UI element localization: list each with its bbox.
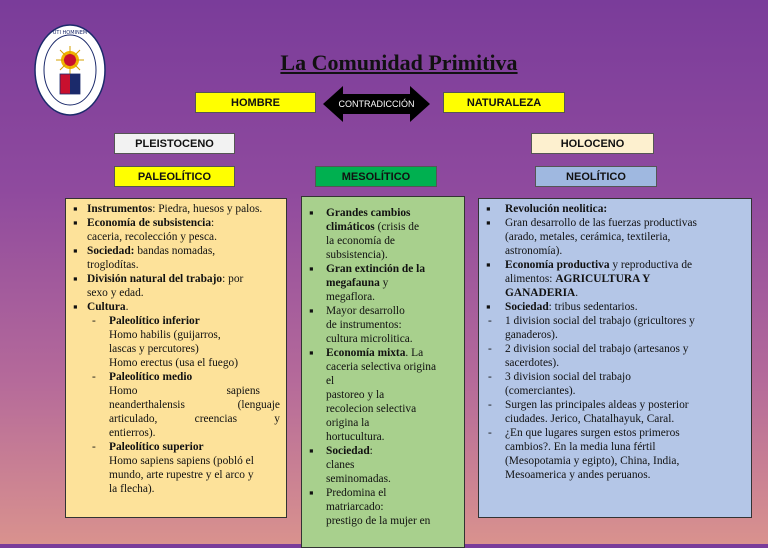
list-item: 1 division social del trabajo (gricultor… [485,314,747,342]
text-line: Homo sapiens sapiens (pobló el [109,455,254,467]
text-line: troglodítas. [87,259,139,271]
neolitico-box: NEOLÍTICO [535,166,657,187]
paleolitico-panel: Instrumentos: Piedra, huesos y palos. Ec… [65,198,287,518]
university-seal-logo: UTI HOMINEM [34,24,106,116]
list-item: Cultura. [72,300,282,314]
list-item: Sociedad: tribus sedentarios. [485,300,747,314]
list-item: Surgen las principales aldeas y posterio… [485,398,747,426]
text-line: Homo habilis (guijarros, [109,329,221,341]
text-line: lascas y percutores) [109,343,199,355]
list-item: Paleolítico superior [72,440,282,454]
naturaleza-box: NATURALEZA [443,92,565,113]
list-item: Sociedad: bandas nomadas, [72,244,282,258]
text-line: prestigo de la mujer en [326,515,431,527]
list-item: Paleolítico medio [72,370,282,384]
holoceno-box: HOLOCENO [531,133,654,154]
text-line: mundo, arte rupestre y el arco y [109,469,254,481]
list-item: Economía productiva y reproductiva deali… [485,258,747,300]
list-item: 3 division social del trabajo(comerciant… [485,370,747,398]
mesolitico-box: MESOLÍTICO [315,166,437,187]
paleolitico-box: PALEOLÍTICO [114,166,235,187]
hombre-box: HOMBRE [195,92,316,113]
list-item: Paleolítico inferior [72,314,282,328]
list-item: Economía de subsistencia:caceria, recole… [72,216,282,244]
pleistoceno-box: PLEISTOCENO [114,133,235,154]
text-line: Homo erectus (usa el fuego) [109,357,239,369]
list-item: Revolución neolitica: [485,202,747,216]
text-line: neanderthalensis(lenguaje [109,399,280,411]
list-item: Instrumentos: Piedra, huesos y palos. [72,202,282,216]
page-title: La Comunidad Primitiva [280,50,518,75]
text-line: entierros). [109,427,156,439]
text-line: la flecha). [109,483,155,495]
double-arrow-icon [323,86,430,122]
list-item: Gran desarrollo de las fuerzas productiv… [485,216,747,258]
neolitico-panel: Revolución neolitica: Gran desarrollo de… [478,198,752,518]
svg-text:UTI HOMINEM: UTI HOMINEM [53,30,87,36]
list-item: 2 division social del trabajo (artesanos… [485,342,747,370]
list-item: ¿En que lugares surgen estos primeroscam… [485,426,747,482]
contradiccion-label: CONTRADICCIÓN [338,99,415,109]
